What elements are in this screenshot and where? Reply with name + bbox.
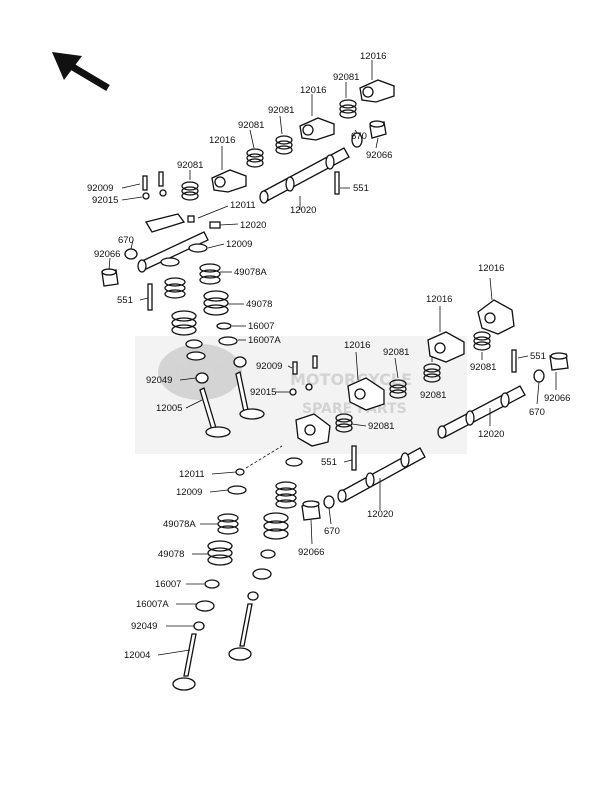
- label-670: 670: [118, 235, 134, 246]
- part-labels: 12016 92081 12016 92081 92081 12016 670 …: [87, 51, 570, 661]
- label-12016: 12016: [209, 135, 235, 146]
- adjuster-screws: [142, 171, 167, 200]
- label-92081: 92081: [177, 160, 203, 171]
- label-92081: 92081: [238, 120, 264, 131]
- label-12016: 12016: [300, 85, 326, 96]
- leader-lines: [108, 60, 557, 656]
- lower-valves: [172, 603, 253, 691]
- valve-spring-set-upper: [160, 243, 238, 361]
- label-92015: 92015: [92, 195, 118, 206]
- label-12016: 12016: [478, 263, 504, 274]
- label-49078A: 49078A: [163, 519, 196, 530]
- label-12009: 12009: [226, 239, 252, 250]
- label-92081: 92081: [368, 421, 394, 432]
- label-92066: 92066: [94, 249, 120, 260]
- label-92066: 92066: [298, 547, 324, 558]
- label-92081: 92081: [420, 390, 446, 401]
- label-12020: 12020: [240, 220, 266, 231]
- label-12016: 12016: [344, 340, 370, 351]
- spring-small: [181, 99, 357, 201]
- valve-upper: [195, 356, 265, 438]
- label-16007: 16007: [155, 579, 181, 590]
- lower-right-shaft: [301, 445, 426, 521]
- label-92009: 92009: [256, 361, 282, 372]
- label-92081: 92081: [333, 72, 359, 83]
- right-springs: [335, 331, 491, 433]
- label-12004: 12004: [124, 650, 150, 661]
- label-670: 670: [351, 131, 367, 142]
- label-551: 551: [530, 351, 546, 362]
- right-rocker-arms: [295, 299, 515, 447]
- label-16007A: 16007A: [248, 335, 281, 346]
- plug-and-oring: [334, 120, 387, 195]
- label-12009: 12009: [176, 487, 202, 498]
- rocker-arm: [211, 79, 395, 193]
- lower-valve-springs: [193, 445, 303, 631]
- right-plug-oring: [289, 349, 569, 396]
- upper-rocker-shaft: [259, 147, 350, 204]
- label-92066: 92066: [366, 150, 392, 161]
- label-49078: 49078: [158, 549, 184, 560]
- label-12016: 12016: [360, 51, 386, 62]
- label-670: 670: [529, 407, 545, 418]
- label-551: 551: [353, 183, 369, 194]
- label-12020: 12020: [367, 509, 393, 520]
- label-92049: 92049: [131, 621, 157, 632]
- label-92066: 92066: [544, 393, 570, 404]
- label-551: 551: [321, 457, 337, 468]
- label-92049: 92049: [146, 375, 172, 386]
- direction-arrow: [52, 52, 110, 92]
- label-12020: 12020: [478, 429, 504, 440]
- label-12011: 12011: [230, 200, 256, 211]
- label-92015: 92015: [250, 387, 276, 398]
- label-92081: 92081: [470, 362, 496, 373]
- lower-rocker-shaft: [137, 213, 221, 273]
- label-670: 670: [324, 526, 340, 537]
- label-12005: 12005: [156, 403, 182, 414]
- right-rocker-shaft: [437, 385, 526, 439]
- label-92009: 92009: [87, 183, 113, 194]
- label-12011: 12011: [179, 469, 205, 480]
- label-92081: 92081: [268, 105, 294, 116]
- label-49078: 49078: [246, 299, 272, 310]
- label-16007A: 16007A: [136, 599, 169, 610]
- label-92081: 92081: [383, 347, 409, 358]
- label-49078A: 49078A: [234, 267, 267, 278]
- label-16007: 16007: [248, 321, 274, 332]
- label-551: 551: [117, 295, 133, 306]
- watermark-line1: MOTORCYCLE: [290, 370, 412, 389]
- label-12020: 12020: [290, 205, 316, 216]
- label-12016: 12016: [426, 294, 452, 305]
